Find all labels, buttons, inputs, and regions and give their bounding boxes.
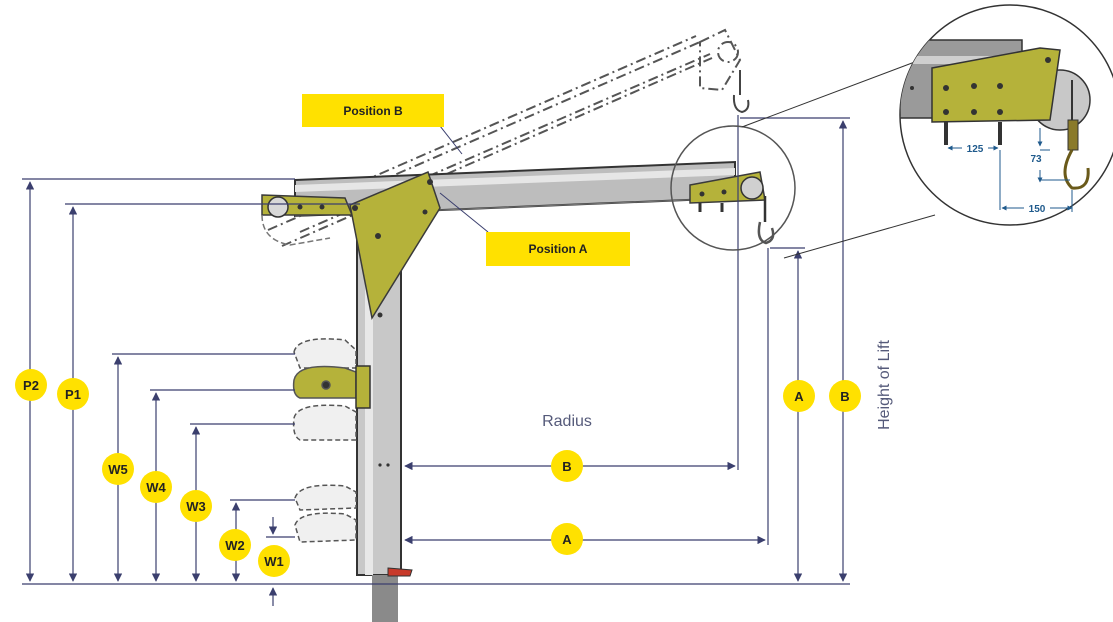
gusset-plate [349, 170, 441, 321]
position-a-tag: Position A [486, 232, 630, 266]
badge-w3: W3 [180, 490, 212, 522]
position-b-tag: Position B [302, 94, 444, 127]
badge-w1: W1 [258, 545, 290, 577]
hook-icon [732, 70, 750, 114]
zoom-connector [670, 59, 936, 259]
detail-dim-150: 150 [1029, 204, 1046, 215]
badge-radius-b: B [551, 450, 583, 482]
svg-text:W1: W1 [264, 554, 284, 569]
detail-magnifier: 125 73 150 [899, 4, 1113, 226]
svg-text:P2: P2 [23, 378, 39, 393]
svg-text:B: B [562, 459, 571, 474]
mount-brackets [292, 338, 371, 543]
hook-icon [1063, 149, 1090, 190]
radius-label: Radius [542, 413, 592, 430]
position-a-label: Position A [529, 242, 588, 256]
svg-text:W4: W4 [146, 480, 166, 495]
svg-text:A: A [562, 532, 572, 547]
badge-w2: W2 [219, 529, 251, 561]
badge-w4: W4 [140, 471, 172, 503]
svg-text:B: B [840, 389, 849, 404]
svg-text:W3: W3 [186, 499, 206, 514]
svg-text:W5: W5 [108, 462, 128, 477]
position-b-label: Position B [343, 104, 403, 118]
svg-text:A: A [794, 389, 804, 404]
badge-height-b: B [829, 380, 861, 412]
badge-p2: P2 [15, 369, 47, 401]
height-of-lift-label: Height of Lift [876, 340, 893, 430]
badge-height-a: A [783, 380, 815, 412]
detail-dim-73: 73 [1030, 154, 1042, 165]
position-b-leader [439, 125, 463, 155]
hook-icon [757, 196, 775, 245]
badge-radius-a: A [551, 523, 583, 555]
detail-dim-125: 125 [967, 144, 984, 155]
svg-text:W2: W2 [225, 538, 245, 553]
svg-text:P1: P1 [65, 387, 81, 402]
position-a-leader [439, 192, 489, 233]
badge-p1: P1 [57, 378, 89, 410]
badge-w5: W5 [102, 453, 134, 485]
